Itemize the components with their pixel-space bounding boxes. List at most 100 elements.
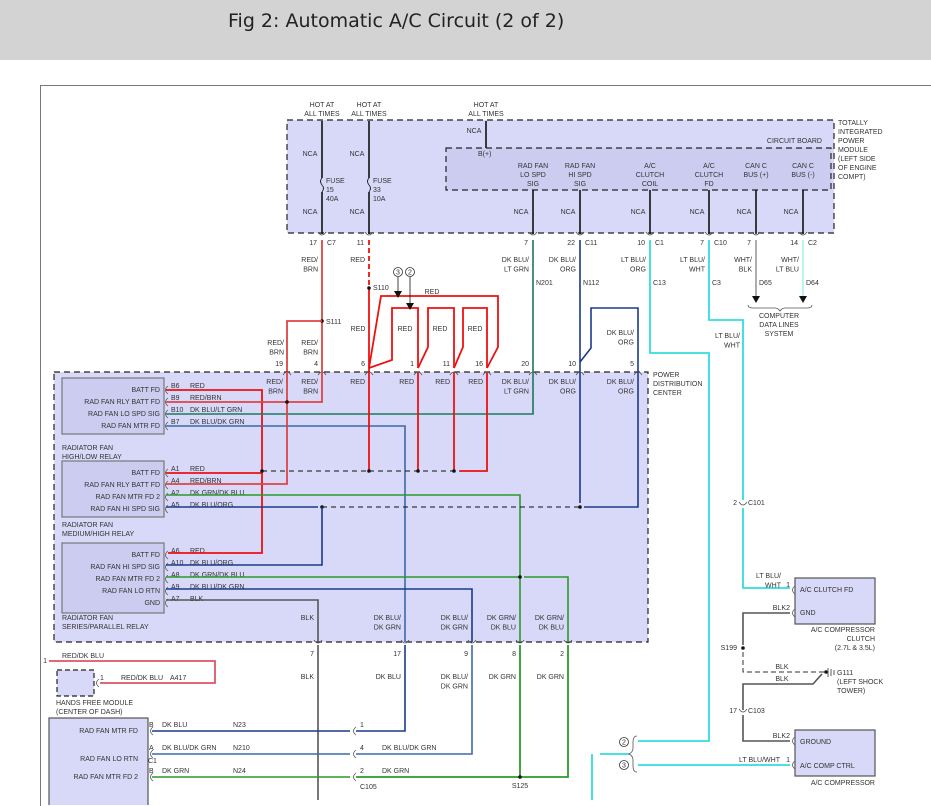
splice-label: S110 [373, 285, 389, 292]
nca-label: NCA [631, 209, 646, 216]
relay-pin-wire: DK BLU/LT GRN [190, 407, 242, 414]
wire-dk-blu-dk-grn [166, 588, 473, 642]
wire-color-label: DK BLU/ [549, 257, 576, 264]
computer-data-lines-label: COMPUTER [759, 313, 799, 320]
wire-color-label: BLK [773, 605, 787, 612]
wire-color-label: WHT/ [781, 257, 799, 264]
relay-pin-label: RAD FAN RLY BATT FD [84, 482, 160, 489]
nca-label: NCA [303, 151, 318, 158]
tipm-pin-label: BUS (-) [791, 172, 814, 179]
ref-3-text: 3 [622, 763, 626, 770]
fuse-15-label: FUSE [326, 178, 345, 185]
wire-color-label: DK BLU/DK GRN [162, 745, 216, 752]
ref-brace [628, 735, 638, 773]
hot-at-all-times-1: ALL TIMES [304, 111, 340, 118]
wire-color-label: DK GRN [162, 768, 189, 775]
ref-2-text: 2 [622, 740, 626, 747]
relay-pin-id: A9 [171, 584, 180, 591]
pdc-pin: 5 [630, 361, 634, 368]
wire-color-label: ORG [560, 389, 576, 396]
wire-color-label: RED/ [301, 379, 318, 386]
pdc-pin: 9 [464, 651, 468, 658]
fan-pin-id: B [149, 768, 154, 775]
wire-red-dk-blu [49, 660, 216, 684]
splice-s110 [367, 286, 371, 290]
pin-bracket [792, 608, 796, 618]
wire-color-label: BRN [303, 267, 318, 274]
pin-bracket [165, 562, 169, 572]
relay-name: SERIES/PARALLEL RELAY [62, 624, 149, 631]
c105-bracket [353, 726, 357, 736]
circuit-label: C3 [712, 280, 721, 287]
wire-red-brn-relay [166, 372, 288, 485]
wire-color-label: RED [350, 379, 365, 386]
pin-label: 1 [786, 582, 790, 589]
wire-color-label: DK BLU/ [607, 330, 634, 337]
nca-label: NCA [514, 209, 529, 216]
pin-bracket [165, 504, 169, 514]
relay-box [61, 542, 165, 614]
wire-color-label: DK BLU/ [502, 379, 529, 386]
relay-box [61, 377, 165, 435]
ground-icon [827, 668, 835, 677]
pin-bracket [792, 760, 796, 770]
tipm-pin-label: CLUTCH [636, 172, 664, 179]
relay-pin-wire: RED [190, 466, 205, 473]
circuit-label: N210 [233, 745, 250, 752]
wire-dk-blu-lt-grn-relay [166, 372, 534, 415]
relay-pin-id: A4 [171, 478, 180, 485]
hot-at-all-times-1: HOT AT [310, 102, 335, 109]
compressor-name: A/C COMPRESSOR [811, 780, 875, 787]
relay-pin-label: RAD FAN MTR FD 2 [95, 494, 160, 501]
relay-pin-id: A6 [171, 548, 180, 555]
wire-color-label: ORG [618, 340, 634, 347]
ground-label: (LEFT SHOCK [837, 679, 883, 686]
wire-color-label: RED/ [301, 340, 318, 347]
wire-blk-dashed [742, 652, 826, 673]
wire-color-label: DK GRN [537, 674, 564, 681]
wire-color-label: BRN [303, 389, 318, 396]
pin-bracket [165, 550, 169, 560]
wire-lt-blu [638, 455, 710, 742]
tipm-connector [528, 231, 538, 236]
relay-name: RADIATOR FAN [62, 522, 113, 529]
circuit-label: D64 [806, 280, 819, 287]
splice-label: S125 [512, 783, 528, 790]
wire-color-label: RED/ [266, 379, 283, 386]
wire-color-label: DK BLU [491, 625, 516, 632]
pin-label: 1 [100, 675, 104, 682]
pin-bracket [165, 492, 169, 502]
relay-pin-label: RAD FAN HI SPD SIG [90, 506, 160, 513]
pdc-pin: 1 [410, 361, 414, 368]
pin-bracket [165, 421, 169, 431]
wire-color-label: BLK [739, 267, 753, 274]
connector-id: C101 [748, 500, 765, 507]
wire-color-label: ORG [630, 267, 646, 274]
wire-color-label: LT BLU/ [756, 573, 781, 580]
pin-bracket [150, 772, 154, 782]
wire-color-label: DK GRN [374, 625, 401, 632]
fan-pin-label: RAD FAN MTR FD [79, 728, 138, 735]
wire-color-label: BRN [303, 350, 318, 357]
connector-id: C1 [655, 240, 664, 247]
wire-red-loop [368, 295, 499, 369]
tipm-pin-label: RAD FAN [565, 163, 595, 170]
pin-bracket [165, 409, 169, 419]
relay-name: RADIATOR FAN [62, 615, 113, 622]
pin-bracket [165, 480, 169, 490]
wire-lt-blu-wht [742, 508, 790, 589]
tipm-pin-label: A/C [644, 163, 656, 170]
fuse-33-label: 10A [373, 196, 386, 203]
tipm-pin-label: CAN C [745, 163, 767, 170]
wire-lt-blu-wht [708, 240, 744, 500]
circuit-label: N112 [583, 280, 599, 287]
ref-2 [619, 737, 629, 747]
pdc-connector [563, 639, 573, 644]
relay-pin-label: BATT FD [131, 387, 160, 394]
fan-pin-id: A [149, 745, 154, 752]
clutch-name: (2.7L & 3.5L) [835, 645, 875, 652]
relay-pin-id: A10 [171, 560, 184, 567]
pdc-connector [467, 639, 477, 644]
connector-pin: 11 [357, 240, 364, 247]
connector-pin: 2 [733, 500, 737, 507]
